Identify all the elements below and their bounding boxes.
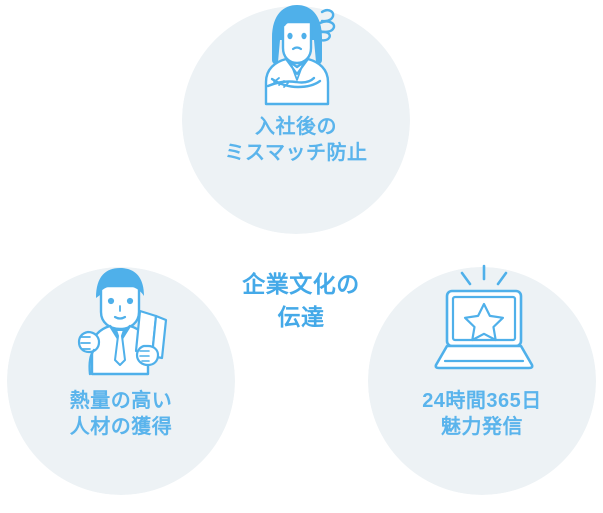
center-line1-wrap: 企業文化の [181,268,421,301]
label-top-line1: 入社後の [255,116,337,138]
center-line1: 企業文化の [242,271,360,297]
circle-right [368,267,596,495]
label-left-line1: 熱量の高い [69,390,173,412]
label-left-line2: 人材の獲得 [69,416,173,439]
circle-left [7,267,235,495]
circle-top [182,6,410,234]
center-key-message: 企業文化の 伝達 [181,268,421,333]
laptop-with-star-icon [432,262,536,372]
center-line2-highlight: 伝達 [275,301,327,334]
center-line1-highlight: 企業文化の [240,268,362,301]
label-right-circle: 24時間365日 魅力発信 [372,388,592,441]
label-top-line2: ミスマッチ防止 [224,142,368,165]
enthusiastic-man-with-document-icon [68,264,172,376]
center-line2-wrap: 伝達 [181,301,421,334]
label-left-circle: 熱量の高い 人材の獲得 [11,388,231,441]
center-line2: 伝達 [277,303,325,330]
label-right-line2: 魅力発信 [441,416,523,439]
label-right-line1: 24時間365日 [422,390,542,412]
label-top-circle: 入社後の ミスマッチ防止 [186,114,406,167]
worried-woman-icon [252,2,344,106]
